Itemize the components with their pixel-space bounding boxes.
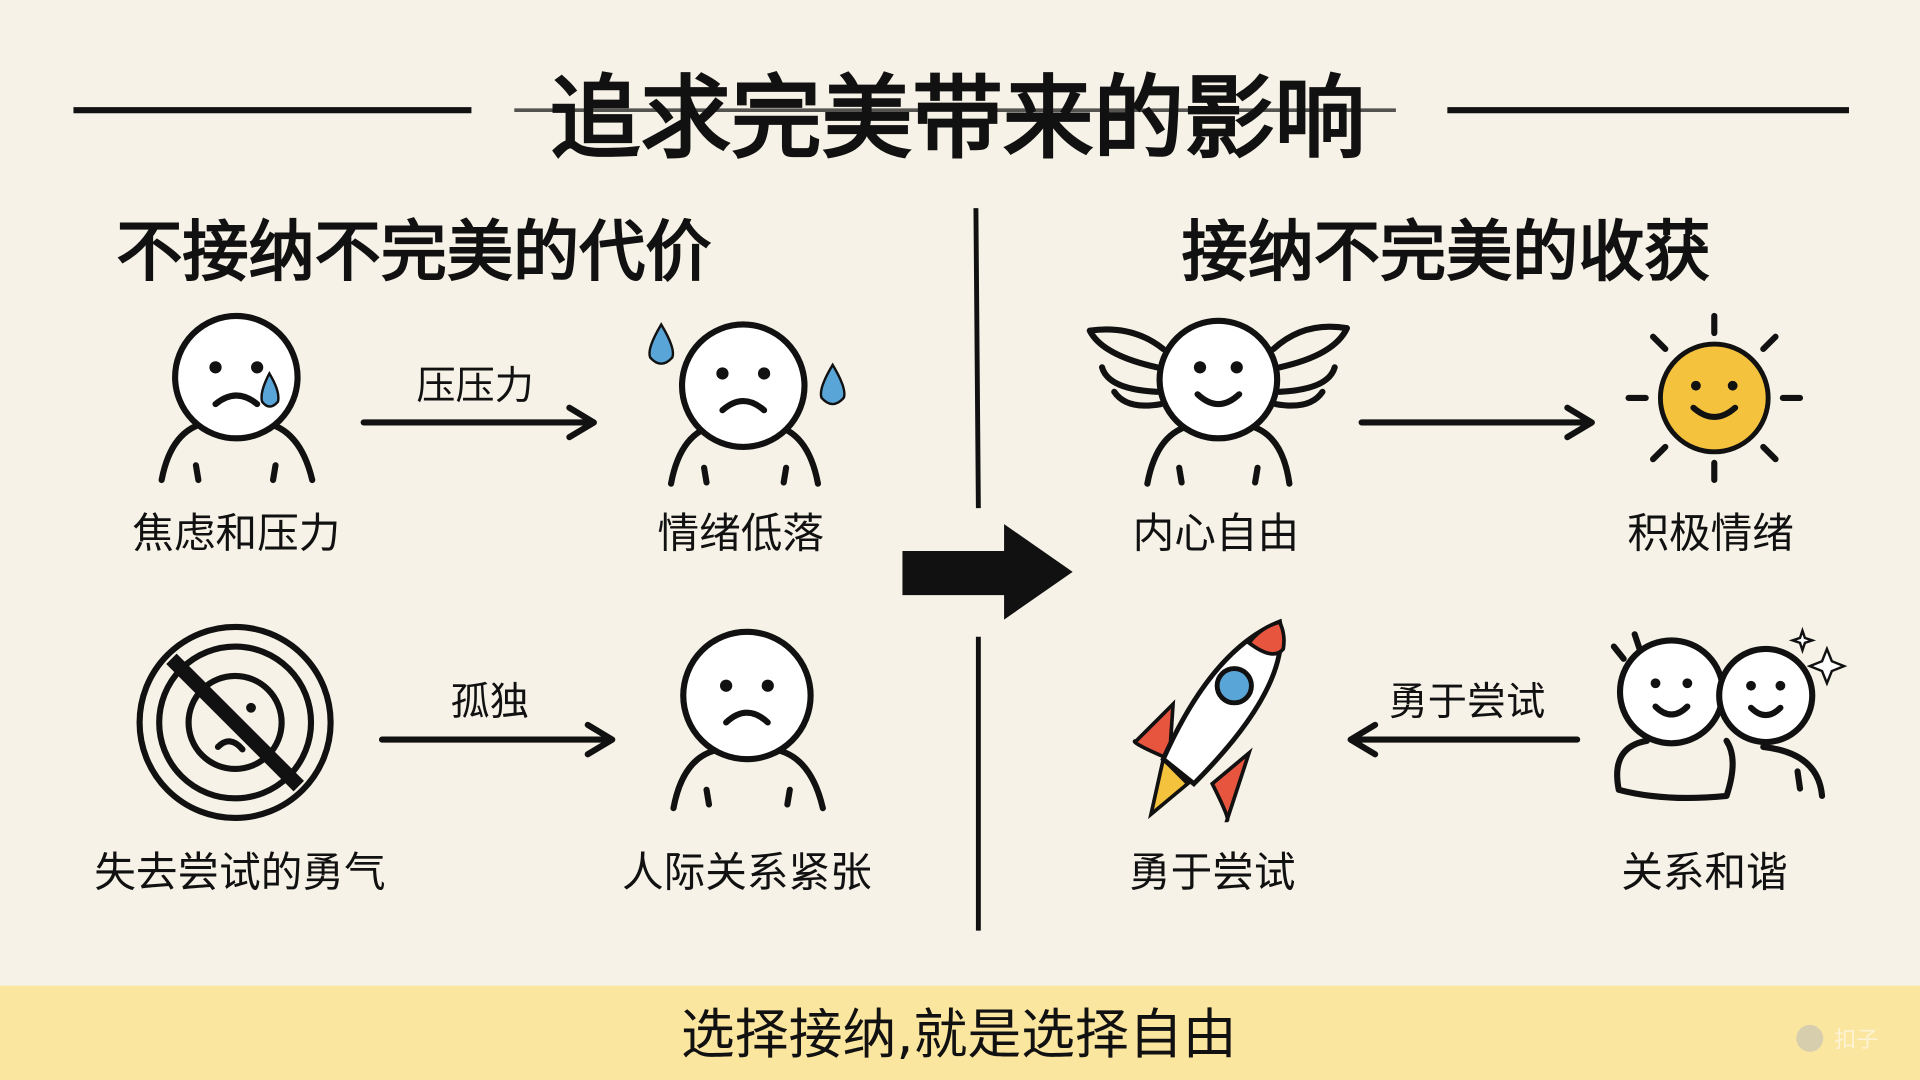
item-label: 焦虑和压力 (132, 508, 340, 557)
item-label: 情绪低落 (658, 508, 825, 557)
arrow-label: 勇于尝试 (1389, 680, 1546, 725)
page-title: 追求完美带来的影响 (550, 66, 1365, 171)
item-label: 人际关系紧张 (622, 848, 872, 897)
sweating-sad-face-icon (648, 321, 846, 487)
item-label: 积极情绪 (1627, 508, 1794, 557)
banner-text: 选择接纳,就是选择自由 (681, 1003, 1237, 1066)
friends-icon (1610, 626, 1848, 802)
divider (973, 208, 981, 509)
bottom-banner (0, 985, 1920, 1080)
crying-face-icon (158, 312, 316, 484)
right-heading: 接纳不完美的收获 (1182, 213, 1711, 290)
watermark-logo-icon (1796, 1024, 1824, 1052)
item-label: 内心自由 (1133, 508, 1300, 557)
svg-text:扣子: 扣子 (1834, 1028, 1878, 1053)
arrow-left-icon (1347, 721, 1581, 758)
arrow-right-icon (360, 404, 597, 441)
arrow-label: 压压力 (416, 364, 534, 409)
no-sign-face-icon (136, 623, 334, 822)
winged-smiley-icon (1086, 317, 1350, 487)
sun-icon (1625, 312, 1804, 484)
rocket-icon (1132, 618, 1286, 823)
left-heading: 不接纳不完美的代价 (116, 213, 711, 290)
watermark: 扣子 (1796, 1024, 1878, 1053)
arrow-right-icon (378, 721, 616, 758)
item-label: 关系和谐 (1621, 848, 1788, 897)
item-label: 勇于尝试 (1129, 848, 1296, 897)
big-arrow-icon (902, 524, 1073, 620)
item-label: 失去尝试的勇气 (94, 848, 385, 897)
sad-face-icon (670, 628, 826, 812)
arrow-right-icon (1358, 404, 1595, 441)
arrow-label: 孤独 (451, 680, 529, 725)
